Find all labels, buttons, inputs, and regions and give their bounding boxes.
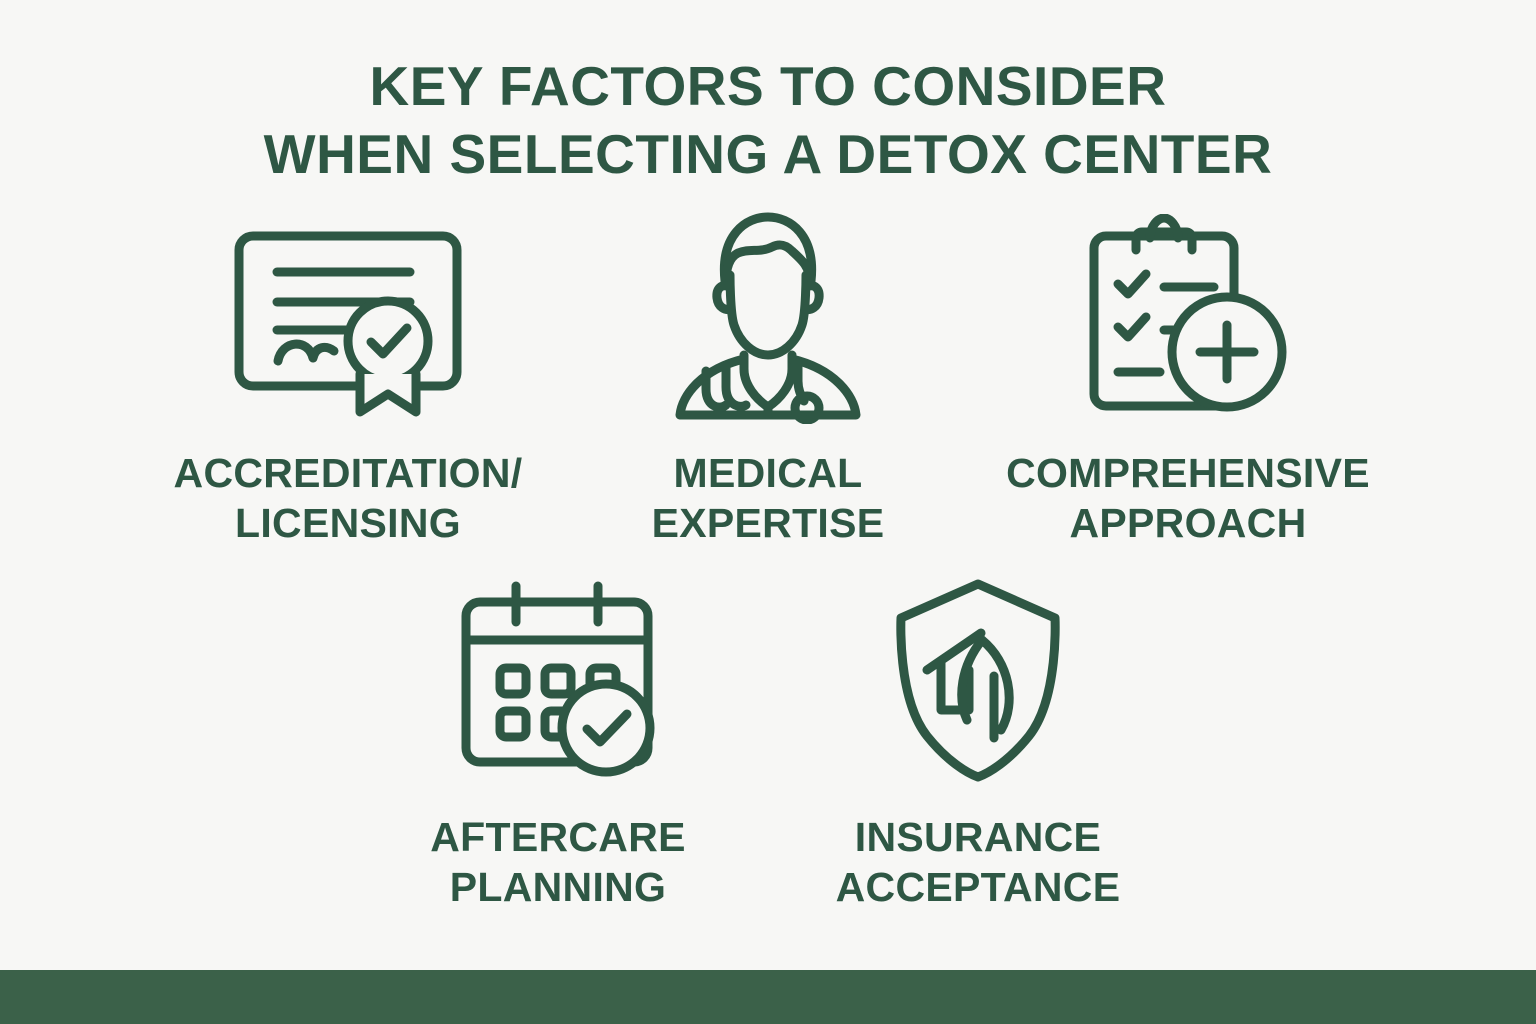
factor-label: ACCREDITATION/ LICENSING (173, 450, 523, 546)
certificate-badge-icon (232, 206, 464, 426)
title-line-1: KEY FACTORS TO CONSIDER (369, 55, 1167, 117)
factor-card-accreditation: ACCREDITATION/ LICENSING (138, 206, 558, 548)
footer-accent-bar (0, 970, 1536, 1024)
factors-row-bottom: AFTERCARE PLANNING (58, 570, 1478, 912)
factor-label: COMPREHENSIVE APPROACH (1006, 450, 1370, 546)
title-line-2: WHEN SELECTING A DETOX CENTER (263, 123, 1273, 185)
factor-label: MEDICAL EXPERTISE (651, 450, 885, 546)
factor-card-insurance-acceptance: INSURANCE ACCEPTANCE (768, 570, 1188, 912)
shield-home-leaf-icon (889, 570, 1067, 790)
factor-label: AFTERCARE PLANNING (430, 814, 686, 910)
factor-card-medical-expertise: MEDICAL EXPERTISE (558, 206, 978, 548)
factors-row-top: ACCREDITATION/ LICENSING (58, 206, 1478, 548)
clipboard-checklist-plus-icon (1086, 206, 1291, 426)
page-title: KEY FACTORS TO CONSIDER WHEN SELECTING A… (0, 52, 1536, 188)
factor-label: INSURANCE ACCEPTANCE (835, 814, 1121, 910)
factors-grid: ACCREDITATION/ LICENSING (58, 206, 1478, 912)
factor-card-comprehensive-approach: COMPREHENSIVE APPROACH (978, 206, 1398, 548)
calendar-check-icon (458, 570, 658, 790)
doctor-stethoscope-icon (668, 206, 868, 426)
factor-card-aftercare-planning: AFTERCARE PLANNING (348, 570, 768, 912)
